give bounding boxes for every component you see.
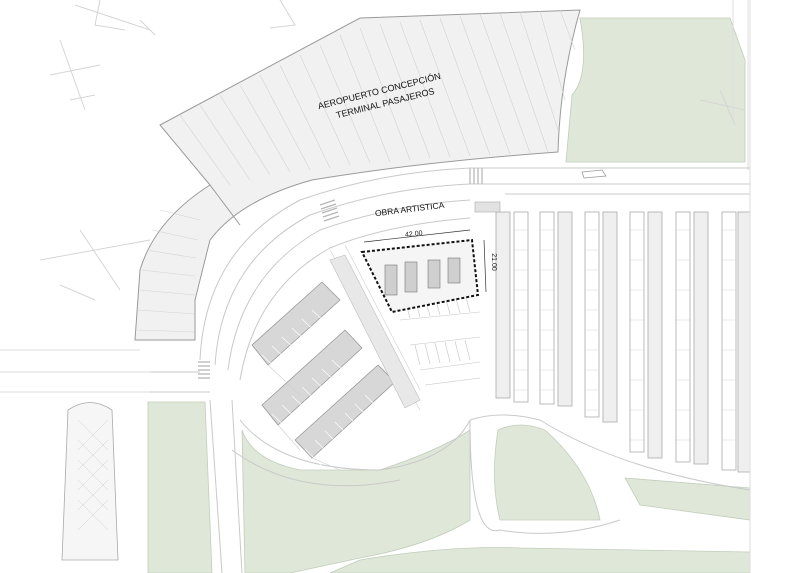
dimension-width-label: 42.00: [405, 230, 423, 239]
parking-strip: [675, 211, 691, 463]
airplane-icon: [39, 229, 151, 301]
parking-row: [251, 281, 341, 366]
road-curve-2: [214, 183, 471, 366]
road-west-vertical: [209, 399, 243, 573]
parking-strip: [539, 211, 555, 405]
road-west-connector: [150, 371, 210, 393]
art-site-sculptures: [384, 257, 461, 296]
aircraft-outlines: [39, 0, 746, 301]
art-site-block[interactable]: 42.00 21.00: [360, 229, 497, 314]
parking-row: [261, 329, 363, 426]
green-area-west: [147, 401, 213, 573]
green-areas: [147, 17, 751, 573]
green-area-roundabout-island: [494, 424, 601, 521]
dimension-depth-label: 21.00: [490, 253, 497, 271]
airplane-icon: [49, 39, 101, 111]
pedestrian-walk: [329, 254, 421, 409]
road-east-horizontal: [470, 167, 750, 195]
airplane-icon: [74, 0, 156, 36]
road-outer-curve: [199, 167, 471, 361]
road-south-curve: [231, 414, 751, 491]
green-area-northeast: [565, 17, 746, 163]
bus-bay-west: [61, 402, 119, 561]
crosswalks: [198, 168, 483, 379]
parking-strip: [557, 211, 573, 407]
parking-strip: [693, 211, 709, 465]
terminal-building: AEROPUERTO CONCEPCIÓN TERMINAL PASAJEROS: [134, 9, 581, 341]
vehicle-symbol: [581, 169, 607, 179]
road-curve-3: [227, 199, 471, 371]
dimension-line-depth: [483, 239, 487, 293]
parking-strip: [513, 211, 529, 403]
parking-strip: [737, 211, 751, 473]
parking-strip: [629, 211, 645, 453]
parking-strip: [495, 211, 511, 399]
green-area-south-central: [241, 429, 471, 573]
terminal-roof-lines: [136, 9, 576, 333]
parking-west: [251, 244, 421, 471]
green-area-south-strip: [329, 547, 751, 573]
parking-header: [474, 201, 501, 213]
parking-strip: [647, 211, 663, 459]
apron-lines: [0, 0, 749, 393]
road-inner-curve: [239, 217, 471, 381]
airplane-icon: [269, 0, 296, 29]
parking-strip: [602, 211, 618, 423]
parking-strip: [721, 211, 737, 471]
access-roads: [150, 167, 751, 573]
terminal-roof: [134, 9, 581, 341]
roundabout: [469, 419, 621, 534]
parking-east: [474, 201, 751, 473]
parking-strip: [584, 211, 600, 418]
dimension-line-width: [363, 229, 471, 243]
